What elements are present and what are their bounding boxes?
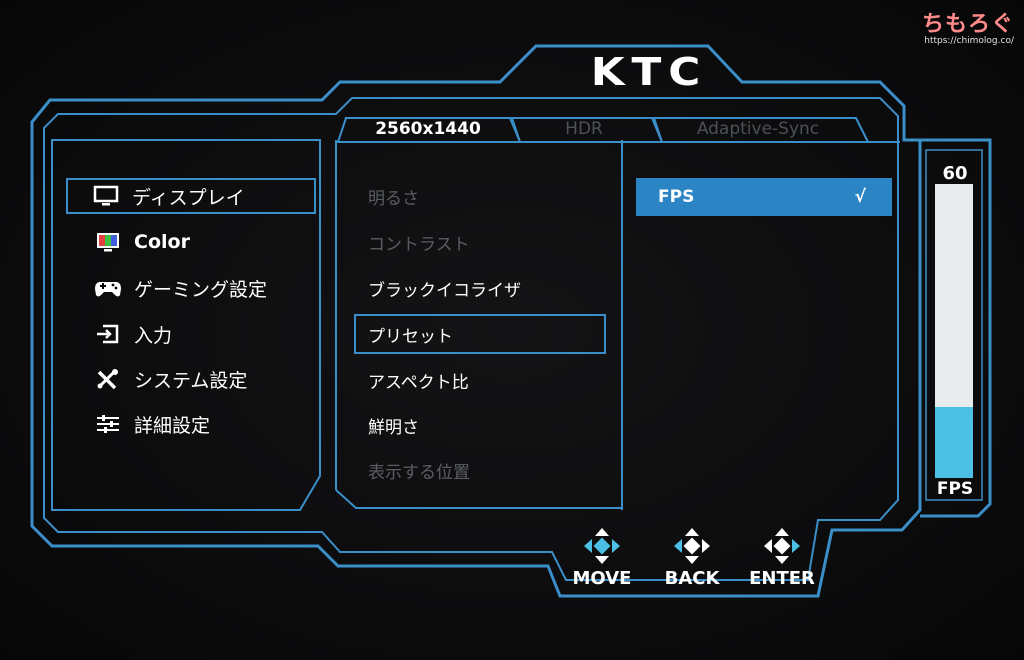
nav-back: BACK <box>652 526 732 589</box>
option-label: FPS <box>658 187 695 207</box>
back-dpad-icon <box>672 526 712 566</box>
sub-item-sharpness[interactable]: 鮮明さ <box>368 418 419 438</box>
watermark-text: ちもろぐ <box>921 12 1014 37</box>
nav-enter: ENTER <box>742 526 822 589</box>
brand-logo: KTC <box>590 50 708 94</box>
sub-item-display-position: 表示する位置 <box>368 463 470 483</box>
sub-item-aspect-ratio[interactable]: アスペクト比 <box>368 373 469 393</box>
watermark-url: https://chimolog.co/ <box>924 36 1014 46</box>
input-icon <box>92 322 124 346</box>
fps-value: 60 <box>942 163 968 184</box>
wrench-icon <box>92 367 124 391</box>
menu-item-label: ゲーミング設定 <box>134 278 268 301</box>
enter-dpad-icon <box>762 526 802 566</box>
tab-hdr[interactable]: HDR <box>565 119 603 139</box>
menu-item-gaming[interactable]: ゲーミング設定 <box>70 270 316 306</box>
fps-meter-track <box>935 184 973 478</box>
menu-item-input[interactable]: 入力 <box>70 316 316 352</box>
nav-back-label: BACK <box>664 568 720 589</box>
sub-item-selection-box <box>354 314 606 354</box>
menu-item-system[interactable]: システム設定 <box>70 361 316 397</box>
move-dpad-icon <box>582 526 622 566</box>
tab-adaptive-sync[interactable]: Adaptive-Sync <box>696 119 820 139</box>
fps-meter-fill <box>935 407 973 478</box>
menu-item-label: 入力 <box>134 324 173 347</box>
gamepad-icon <box>92 276 124 300</box>
sliders-icon <box>92 412 124 436</box>
fps-meter-label: FPS <box>936 479 974 499</box>
menu-item-color[interactable]: Color <box>70 224 316 260</box>
menu-item-label: ディスプレイ <box>132 186 245 209</box>
menu-item-label: 詳細設定 <box>134 414 211 437</box>
sub-item-brightness: 明るさ <box>368 189 419 209</box>
option-fps[interactable]: FPS √ <box>636 178 892 216</box>
monitor-icon <box>90 184 122 208</box>
menu-item-display[interactable]: ディスプレイ <box>66 178 316 214</box>
menu-item-label: Color <box>134 231 190 253</box>
color-palette-icon <box>92 230 124 254</box>
nav-move-label: MOVE <box>572 568 632 589</box>
menu-item-advanced[interactable]: 詳細設定 <box>70 406 316 442</box>
sub-item-contrast: コントラスト <box>368 235 470 255</box>
tab-resolution[interactable]: 2560x1440 <box>375 119 481 139</box>
check-icon: √ <box>854 187 866 207</box>
nav-enter-label: ENTER <box>749 568 815 589</box>
sub-item-black-equalizer[interactable]: ブラックイコライザ <box>368 281 521 301</box>
menu-item-label: システム設定 <box>134 369 248 392</box>
sub-item-preset[interactable]: プリセット <box>368 327 453 347</box>
nav-move: MOVE <box>562 526 642 589</box>
watermark: ちもろぐ https://chimolog.co/ <box>922 6 1014 46</box>
